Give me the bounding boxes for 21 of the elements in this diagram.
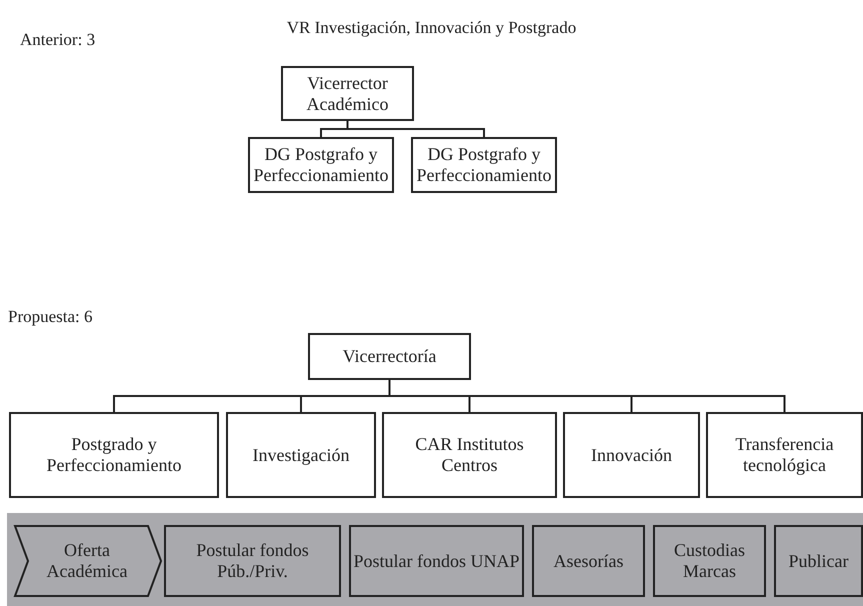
org-box: CAR Institutos Centros <box>382 412 557 498</box>
connector-line <box>346 121 485 137</box>
chevron-box: Oferta Académica <box>14 525 162 597</box>
chart-title: VR Investigación, Innovación y Postgrado <box>286 18 578 38</box>
org-box: Postgrado y Perfeccionamiento <box>9 412 219 498</box>
connector-line <box>388 380 786 412</box>
section-label: Anterior: 3 <box>20 30 96 50</box>
org-box: DG Postgrafo y Perfeccionamiento <box>411 137 557 193</box>
org-box: Transferencia tecnológica <box>706 412 863 498</box>
activity-band <box>7 513 863 606</box>
activity-box: Asesorías <box>532 525 645 597</box>
activity-box: Publicar <box>774 525 863 597</box>
org-box: Investigación <box>226 412 376 498</box>
activity-box: Postular fondos Púb./Priv. <box>164 525 341 597</box>
org-box: Innovación <box>563 412 700 498</box>
activity-box: Postular fondos UNAP <box>349 525 524 597</box>
org-box: Vicerrector Académico <box>281 66 414 121</box>
org-box: DG Postgrafo y Perfeccionamiento <box>248 137 394 193</box>
org-box: Vicerrectoría <box>308 333 471 380</box>
activity-box: Custodias Marcas <box>653 525 766 597</box>
section-label: Propuesta: 6 <box>8 307 93 327</box>
